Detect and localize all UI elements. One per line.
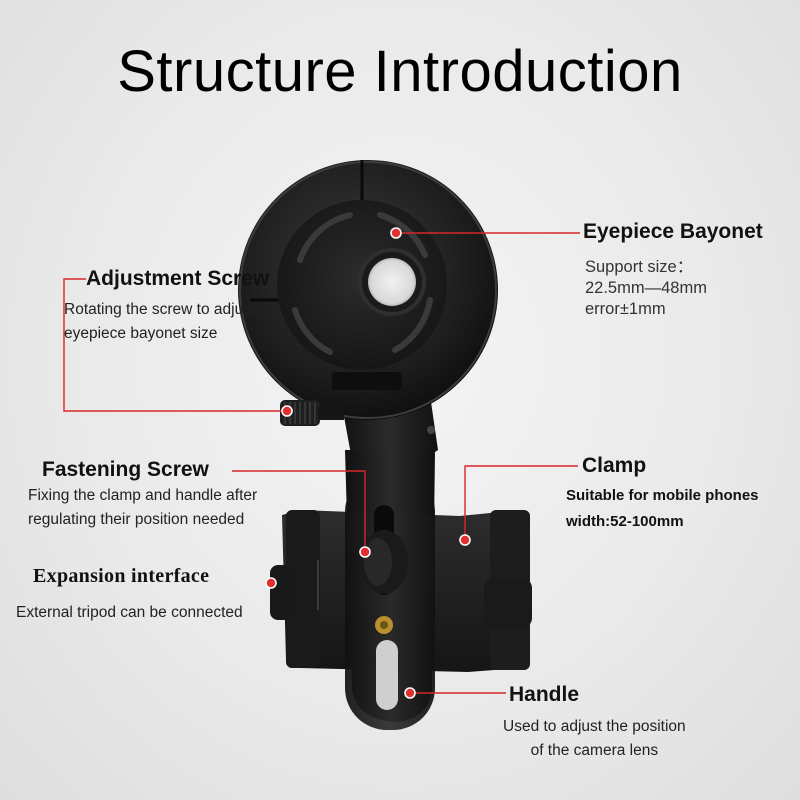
marker-dots [265,227,471,699]
handle-description: Used to adjust the position of the camer… [503,715,686,763]
eyepiece-bayonet-ring [238,160,498,420]
eyepiece-bayonet-title: Eyepiece Bayonet [583,220,763,243]
adjustment-screw-description: Rotating the screw to adjust eyepiece ba… [64,298,255,346]
page-title: Structure Introduction [117,39,683,104]
fastening-screw-description: Fixing the clamp and handle after regula… [28,484,257,532]
adjustment-screw-line-2: eyepiece bayonet size [64,325,218,342]
clamp-line-2: width:52-100mm [566,513,684,530]
adjustment-screw-line-1: Rotating the screw to adjust [64,301,256,318]
expansion-interface-title: Expansion interface [33,565,210,587]
fastening-screw-line-1: Fixing the clamp and handle after [28,487,258,504]
leader-fastening-screw [232,470,366,552]
handle-line-2: of the camera lens [530,742,659,759]
handle [345,470,435,730]
eyepiece-bayonet-description: Support size： 22.5mm—48mm error±1mm [585,257,707,320]
clamp-description: Suitable for mobile phones width:52-100m… [566,483,759,535]
clamp-line-1: Suitable for mobile phones [566,487,759,504]
handle-line-1: Used to adjust the position [503,718,686,735]
eyepiece-bayonet-line-3: error±1mm [585,300,666,318]
fastening-screw-knob [360,530,408,594]
eyepiece-bayonet-line-2: 22.5mm—48mm [585,279,707,297]
marker-adjustment-screw [281,405,293,417]
leader-clamp [464,465,578,540]
fastening-screw-title: Fastening Screw [42,458,209,481]
clamp-title: Clamp [582,454,647,477]
expansion-interface-description: External tripod can be connected [16,601,243,625]
marker-eyepiece-bayonet [390,227,402,239]
handle-title: Handle [509,683,580,706]
leader-adjustment-screw [63,278,287,412]
leader-lines [63,232,580,694]
marker-clamp [459,534,471,546]
marker-expansion-interface [265,577,277,589]
fastening-screw-line-2: regulating their position needed [28,511,245,528]
expansion-interface-line-1: External tripod can be connected [16,604,243,621]
marker-handle [404,687,416,699]
eyepiece-bayonet-line-1: Support size： [585,258,694,276]
marker-fastening-screw [359,546,371,558]
adjustment-screw-title: Adjustment Screw [86,267,270,290]
